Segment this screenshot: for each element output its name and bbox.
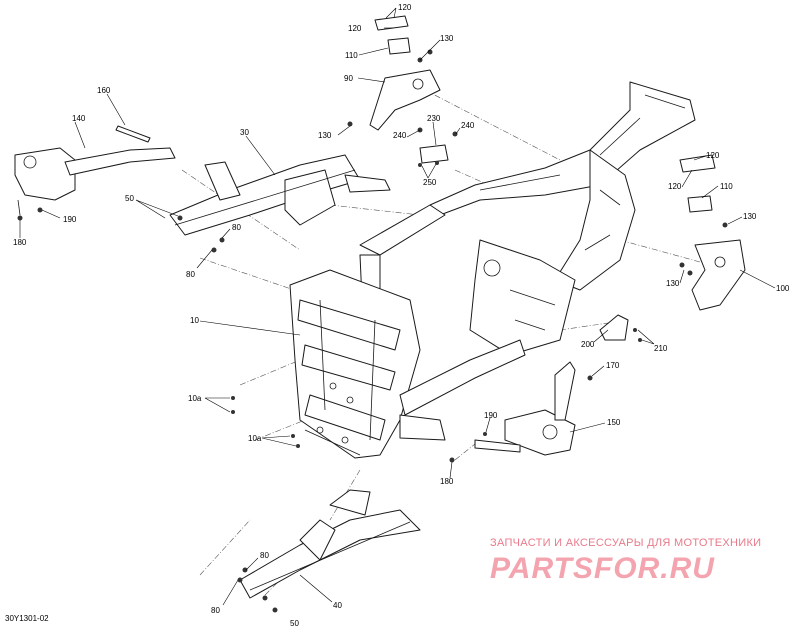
callout-50: 50 [290,619,299,628]
callout-200: 200 [581,340,595,349]
callout-10a: 10a [188,394,202,403]
callout-30: 30 [240,128,249,137]
sub-frame-30 [169,154,391,236]
callout-80: 80 [186,270,195,279]
callout-250: 250 [423,178,437,187]
callout-150: 150 [607,418,621,427]
callout-190: 190 [484,411,498,420]
callout-100: 100 [776,284,790,293]
callout-170: 170 [606,361,620,370]
callout-10: 10 [190,316,199,325]
watermark-logo: PARTSFOR.RU [490,552,715,585]
bracket-200 [599,314,629,341]
callout-80: 80 [211,606,220,615]
callout-230: 230 [427,114,441,123]
callout-180: 180 [13,238,27,247]
sub-frame-40 [239,489,421,599]
callout-120: 120 [668,182,682,191]
diagram-code: 30Y1301-02 [5,614,49,623]
callout-110: 110 [345,51,358,60]
leader-lines [19,7,776,606]
watermark-tagline: ЗАПЧАСТИ И АКСЕССУАРЫ ДЛЯ МОТОТЕХНИКИ [490,537,762,549]
main-frame [289,81,696,459]
callout-160: 160 [97,86,111,95]
callout-50: 50 [125,194,134,203]
callout-120: 120 [398,3,412,12]
callout-labels: 10 10a 10a 30 40 50 50 80 80 80 80 90 10… [13,3,790,628]
bracket-230 [419,144,449,164]
engine-mount-100 [679,154,746,311]
callout-180: 180 [440,477,454,486]
footrest-bracket-150 [474,361,576,456]
footrest-bracket-140 [14,147,176,216]
fasteners [17,49,728,613]
callout-240: 240 [461,121,475,130]
callout-120: 120 [348,24,362,33]
callout-130: 130 [666,279,680,288]
bolt-160 [115,125,151,143]
callout-210: 210 [654,344,668,353]
callout-120: 120 [706,151,720,160]
engine-mount-90 [369,15,441,131]
callout-130: 130 [440,34,454,43]
callout-240: 240 [393,131,407,140]
callout-90: 90 [344,74,353,83]
callout-130: 130 [318,131,332,140]
callout-190: 190 [63,215,77,224]
callout-110: 110 [720,182,733,191]
callout-40: 40 [333,601,342,610]
callout-80: 80 [260,551,269,560]
alignment-lines [181,89,701,596]
callout-130: 130 [743,212,757,221]
callout-140: 140 [72,114,86,123]
callout-10a: 10a [248,434,262,443]
callout-80: 80 [232,223,241,232]
